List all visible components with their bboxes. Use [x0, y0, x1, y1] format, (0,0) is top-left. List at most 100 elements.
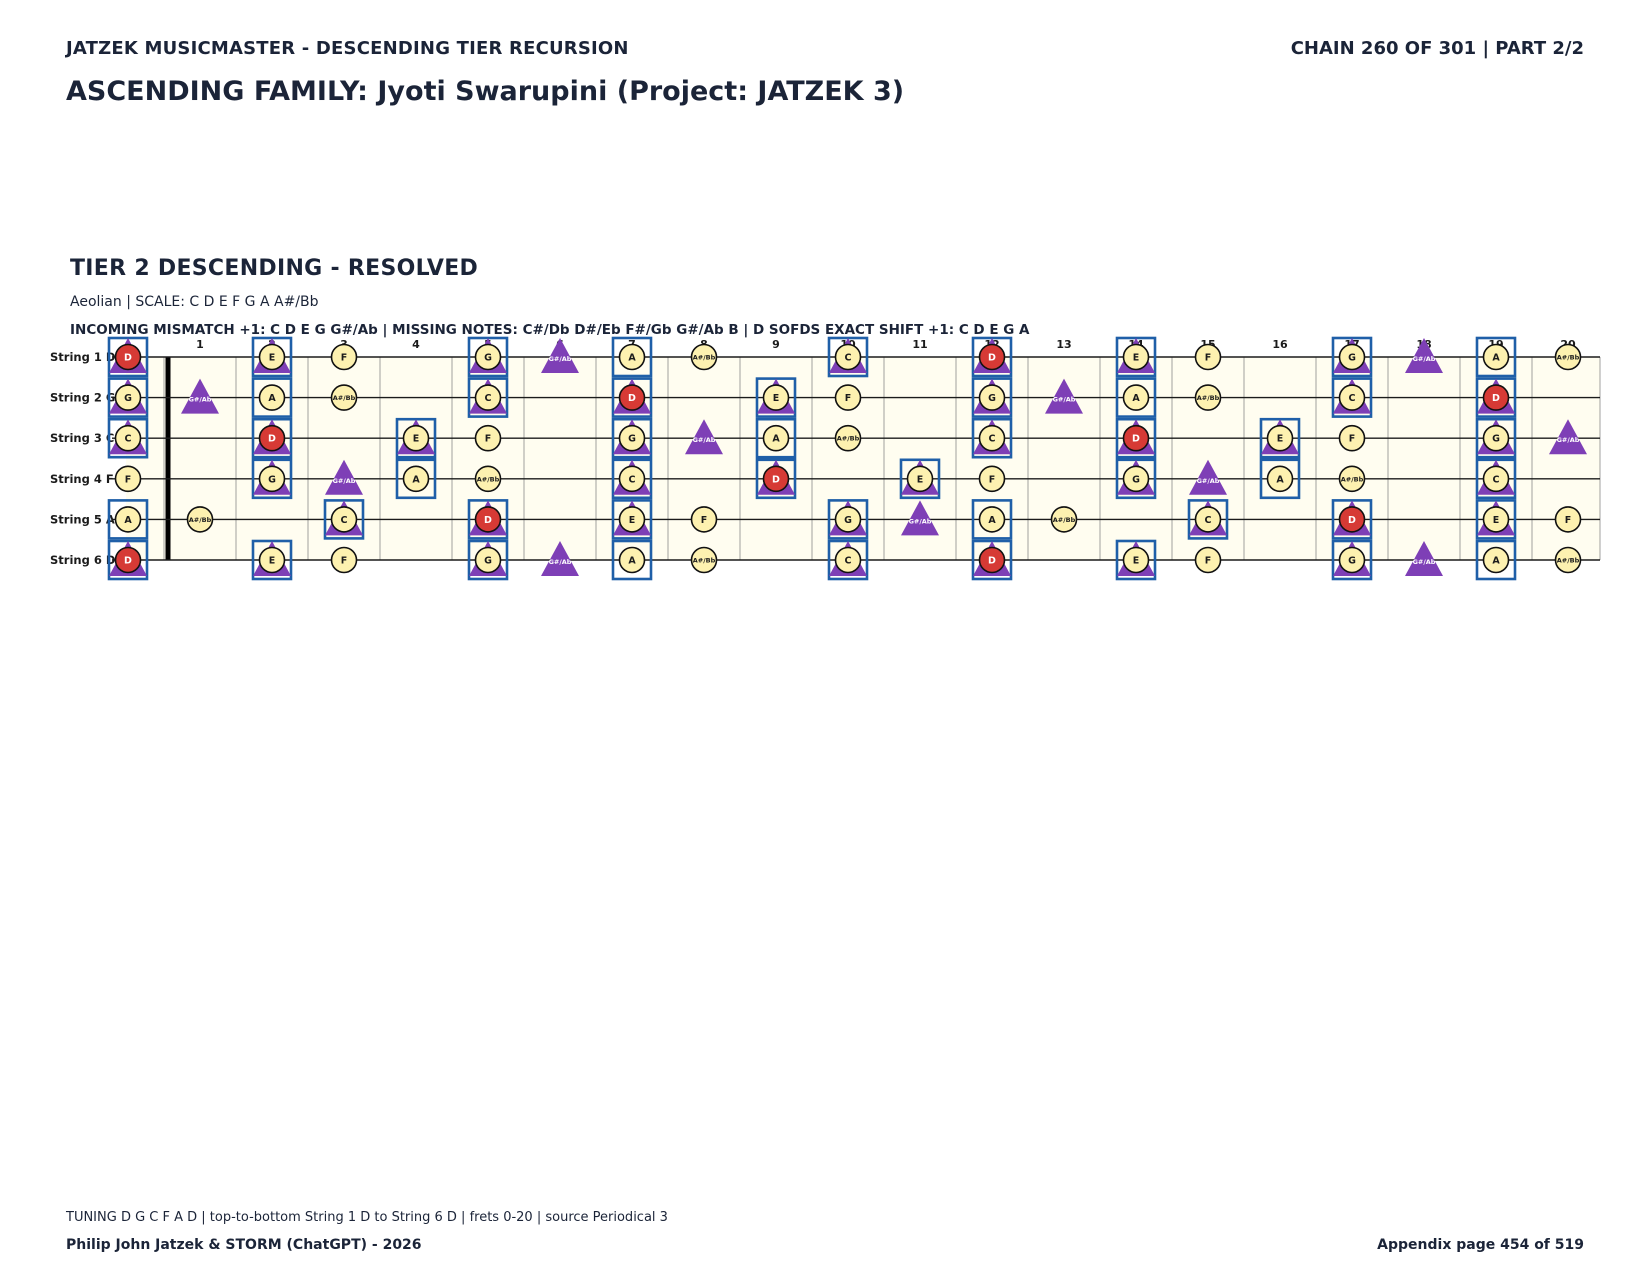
- mismatch-triangle: [1405, 338, 1443, 373]
- note-label: A: [268, 393, 276, 404]
- note-label: G: [1348, 353, 1356, 364]
- note-label: A: [988, 515, 996, 526]
- shift-box: [1475, 336, 1517, 378]
- note-label: F: [485, 434, 492, 445]
- scale-note-dot: [618, 343, 646, 371]
- scale-note-dot: [474, 424, 502, 452]
- scale-note-dot: [258, 546, 286, 574]
- note-label: A#/Bb: [837, 435, 860, 443]
- scale-note-dot: [978, 424, 1006, 452]
- scale-note-dot: [618, 506, 646, 533]
- note-label: A: [628, 353, 636, 364]
- note-label: A#/Bb: [1053, 516, 1076, 524]
- shift-box: [395, 458, 437, 500]
- shift-box: [899, 458, 941, 500]
- note-label: G: [1348, 556, 1356, 567]
- note-label: F: [125, 474, 132, 485]
- scale-note-dot: [1554, 546, 1582, 574]
- note-label: G: [484, 556, 492, 567]
- scale-note-dot: [474, 343, 502, 371]
- note-label: A#/Bb: [693, 557, 716, 565]
- scale-note-dot: [834, 546, 862, 574]
- scale-note-dot: [834, 343, 862, 371]
- fret-number: 11: [912, 338, 927, 351]
- scale-note-dot: [1194, 343, 1222, 371]
- scale-note-dot: [1194, 506, 1222, 533]
- fret-number: 13: [1056, 338, 1071, 351]
- note-label: F: [341, 353, 348, 364]
- note-label: A: [1492, 353, 1500, 364]
- note-label: D: [988, 556, 996, 567]
- shift-box: [755, 417, 797, 459]
- root-note-dot: [114, 343, 142, 371]
- note-label: D: [988, 353, 996, 364]
- root-note-dot: [474, 506, 502, 533]
- note-label: C: [845, 556, 852, 567]
- string-label: String 2 G: [50, 391, 115, 405]
- scale-note-dot: [690, 506, 718, 533]
- note-label: C: [485, 393, 492, 404]
- root-note-dot: [1338, 506, 1366, 533]
- scale-note-dot: [978, 506, 1006, 533]
- scale-note-dot: [114, 384, 142, 411]
- note-label: F: [1349, 434, 1356, 445]
- scale-note-dot: [474, 465, 502, 493]
- string-label: String 3 C: [50, 431, 114, 445]
- shift-box: [971, 499, 1013, 540]
- scale-note-dot: [1482, 546, 1510, 574]
- note-label: E: [1493, 515, 1500, 526]
- scale-note-dot: [762, 384, 790, 411]
- note-label: E: [1133, 556, 1140, 567]
- chain-indicator: CHAIN 260 OF 301 | PART 2/2: [1290, 38, 1584, 59]
- page-number: Appendix page 454 of 519: [1377, 1237, 1584, 1253]
- scale-note-dot: [762, 424, 790, 452]
- scale-note-dot: [114, 424, 142, 452]
- note-label: D: [628, 393, 636, 404]
- note-label: G#/Ab: [1413, 355, 1436, 363]
- string-label: String 4 F: [50, 472, 114, 486]
- note-label: D: [124, 556, 132, 567]
- mismatch-triangle: [181, 378, 219, 414]
- scale-note-dot: [834, 424, 862, 452]
- series-title: JATZEK MUSICMASTER - DESCENDING TIER REC…: [66, 38, 629, 59]
- root-note-dot: [618, 384, 646, 411]
- scale-note-dot: [330, 506, 358, 533]
- shift-box: [1475, 539, 1517, 581]
- scale-note-dot: [618, 546, 646, 574]
- note-label: A: [1492, 556, 1500, 567]
- note-label: E: [1133, 353, 1140, 364]
- note-label: G#/Ab: [549, 558, 572, 566]
- scale-note-dot: [258, 465, 286, 493]
- scale-note-dot: [834, 384, 862, 411]
- shift-box: [107, 499, 149, 540]
- scale-note-dot: [618, 424, 646, 452]
- scale-note-dot: [618, 465, 646, 493]
- scale-note-dot: [1122, 546, 1150, 574]
- note-label: C: [125, 434, 132, 445]
- scale-note-dot: [330, 384, 358, 411]
- note-label: A#/Bb: [693, 354, 716, 362]
- note-label: D: [124, 353, 132, 364]
- note-label: G: [628, 434, 636, 445]
- scale-subtitle: Aeolian | SCALE: C D E F G A A#/Bb: [70, 294, 319, 310]
- note-label: G#/Ab: [549, 355, 572, 363]
- note-label: G#/Ab: [1053, 396, 1076, 404]
- note-label: G: [124, 393, 132, 404]
- note-label: A: [124, 515, 132, 526]
- scale-note-dot: [1194, 384, 1222, 411]
- note-label: G#/Ab: [1557, 436, 1580, 444]
- scale-note-dot: [258, 343, 286, 371]
- note-label: D: [1348, 515, 1356, 526]
- note-label: E: [1277, 434, 1284, 445]
- scale-note-dot: [1482, 343, 1510, 371]
- scale-note-dot: [1122, 343, 1150, 371]
- scale-note-dot: [978, 465, 1006, 493]
- shift-box: [611, 336, 653, 378]
- scale-note-dot: [690, 343, 718, 371]
- root-note-dot: [114, 546, 142, 574]
- shift-box: [755, 458, 797, 500]
- note-label: A: [628, 556, 636, 567]
- nut: [165, 357, 171, 560]
- note-label: A#/Bb: [1197, 394, 1220, 402]
- note-label: C: [989, 434, 996, 445]
